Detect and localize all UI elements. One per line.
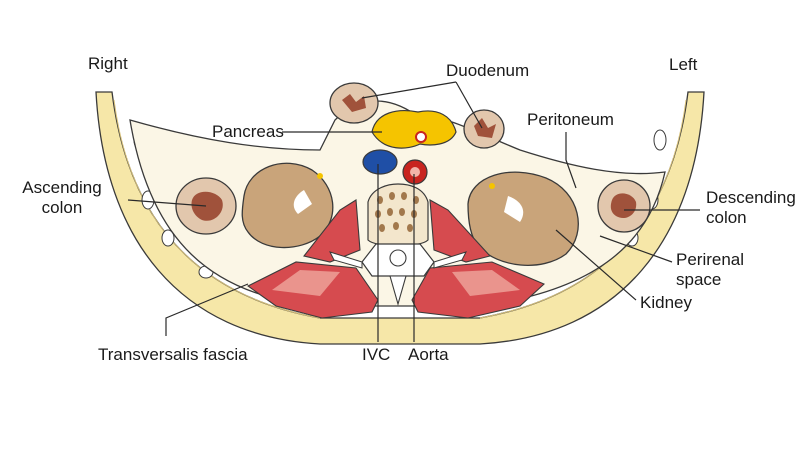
right-kidney-hilum [293, 190, 312, 214]
label-pancreas: Pancreas [212, 122, 284, 141]
descending-colon-lumen [610, 193, 637, 219]
leader-lines [127, 81, 700, 342]
label-kidney: Kidney [640, 293, 692, 312]
leader-duodenum-a [361, 81, 457, 99]
back-muscles [246, 199, 546, 319]
transverse-process-right [329, 251, 363, 269]
label-ascending-colon: Ascending colon [22, 178, 102, 217]
right-muscle-highlight [272, 270, 340, 296]
aorta-lumen [410, 167, 420, 177]
descending-colon [597, 179, 651, 233]
pancreatic-vessel [415, 131, 427, 143]
label-descending-colon: Descending colon [706, 188, 796, 227]
fat-pocket [653, 129, 667, 151]
leader-kidney [555, 229, 637, 301]
pancreas [371, 110, 457, 149]
leader-ascending-colon [127, 199, 207, 207]
left-muscle-highlight [452, 270, 520, 296]
label-duodenum: Duodenum [446, 61, 530, 80]
body-wall-inner-line [113, 99, 321, 319]
ascending-colon-lumen [191, 191, 223, 221]
right-psoas-muscle [303, 199, 361, 263]
fat-pocket [161, 229, 175, 247]
leader-transversalis-fascia [165, 283, 249, 336]
label-left: Left [669, 55, 698, 74]
vertebra [329, 183, 467, 307]
label-peritoneum: Peritoneum [527, 110, 614, 129]
right-kidney-fat-dot [317, 173, 323, 179]
leader-duodenum-b [455, 81, 483, 129]
left-psoas-muscle [429, 199, 492, 263]
left-kidney [467, 171, 579, 266]
label-perirenal-space: Perirenal space [676, 250, 745, 289]
duodenum-lumen [342, 94, 366, 112]
label-right: Right [88, 54, 128, 73]
leader-perirenal-space [599, 235, 673, 263]
label-ivc: IVC [362, 345, 391, 364]
spinal-canal [389, 249, 407, 267]
transverse-process-left [433, 251, 467, 269]
leader-peritoneum [565, 132, 577, 189]
left-kidney-hilum [504, 196, 524, 222]
label-transversalis-fascia: Transversalis fascia [98, 345, 248, 364]
spinous-process [389, 275, 407, 307]
label-aorta: Aorta [408, 345, 449, 364]
left-kidney-fat-dot [489, 183, 495, 189]
ivc-vessel [362, 149, 398, 175]
duodenum [329, 82, 505, 149]
